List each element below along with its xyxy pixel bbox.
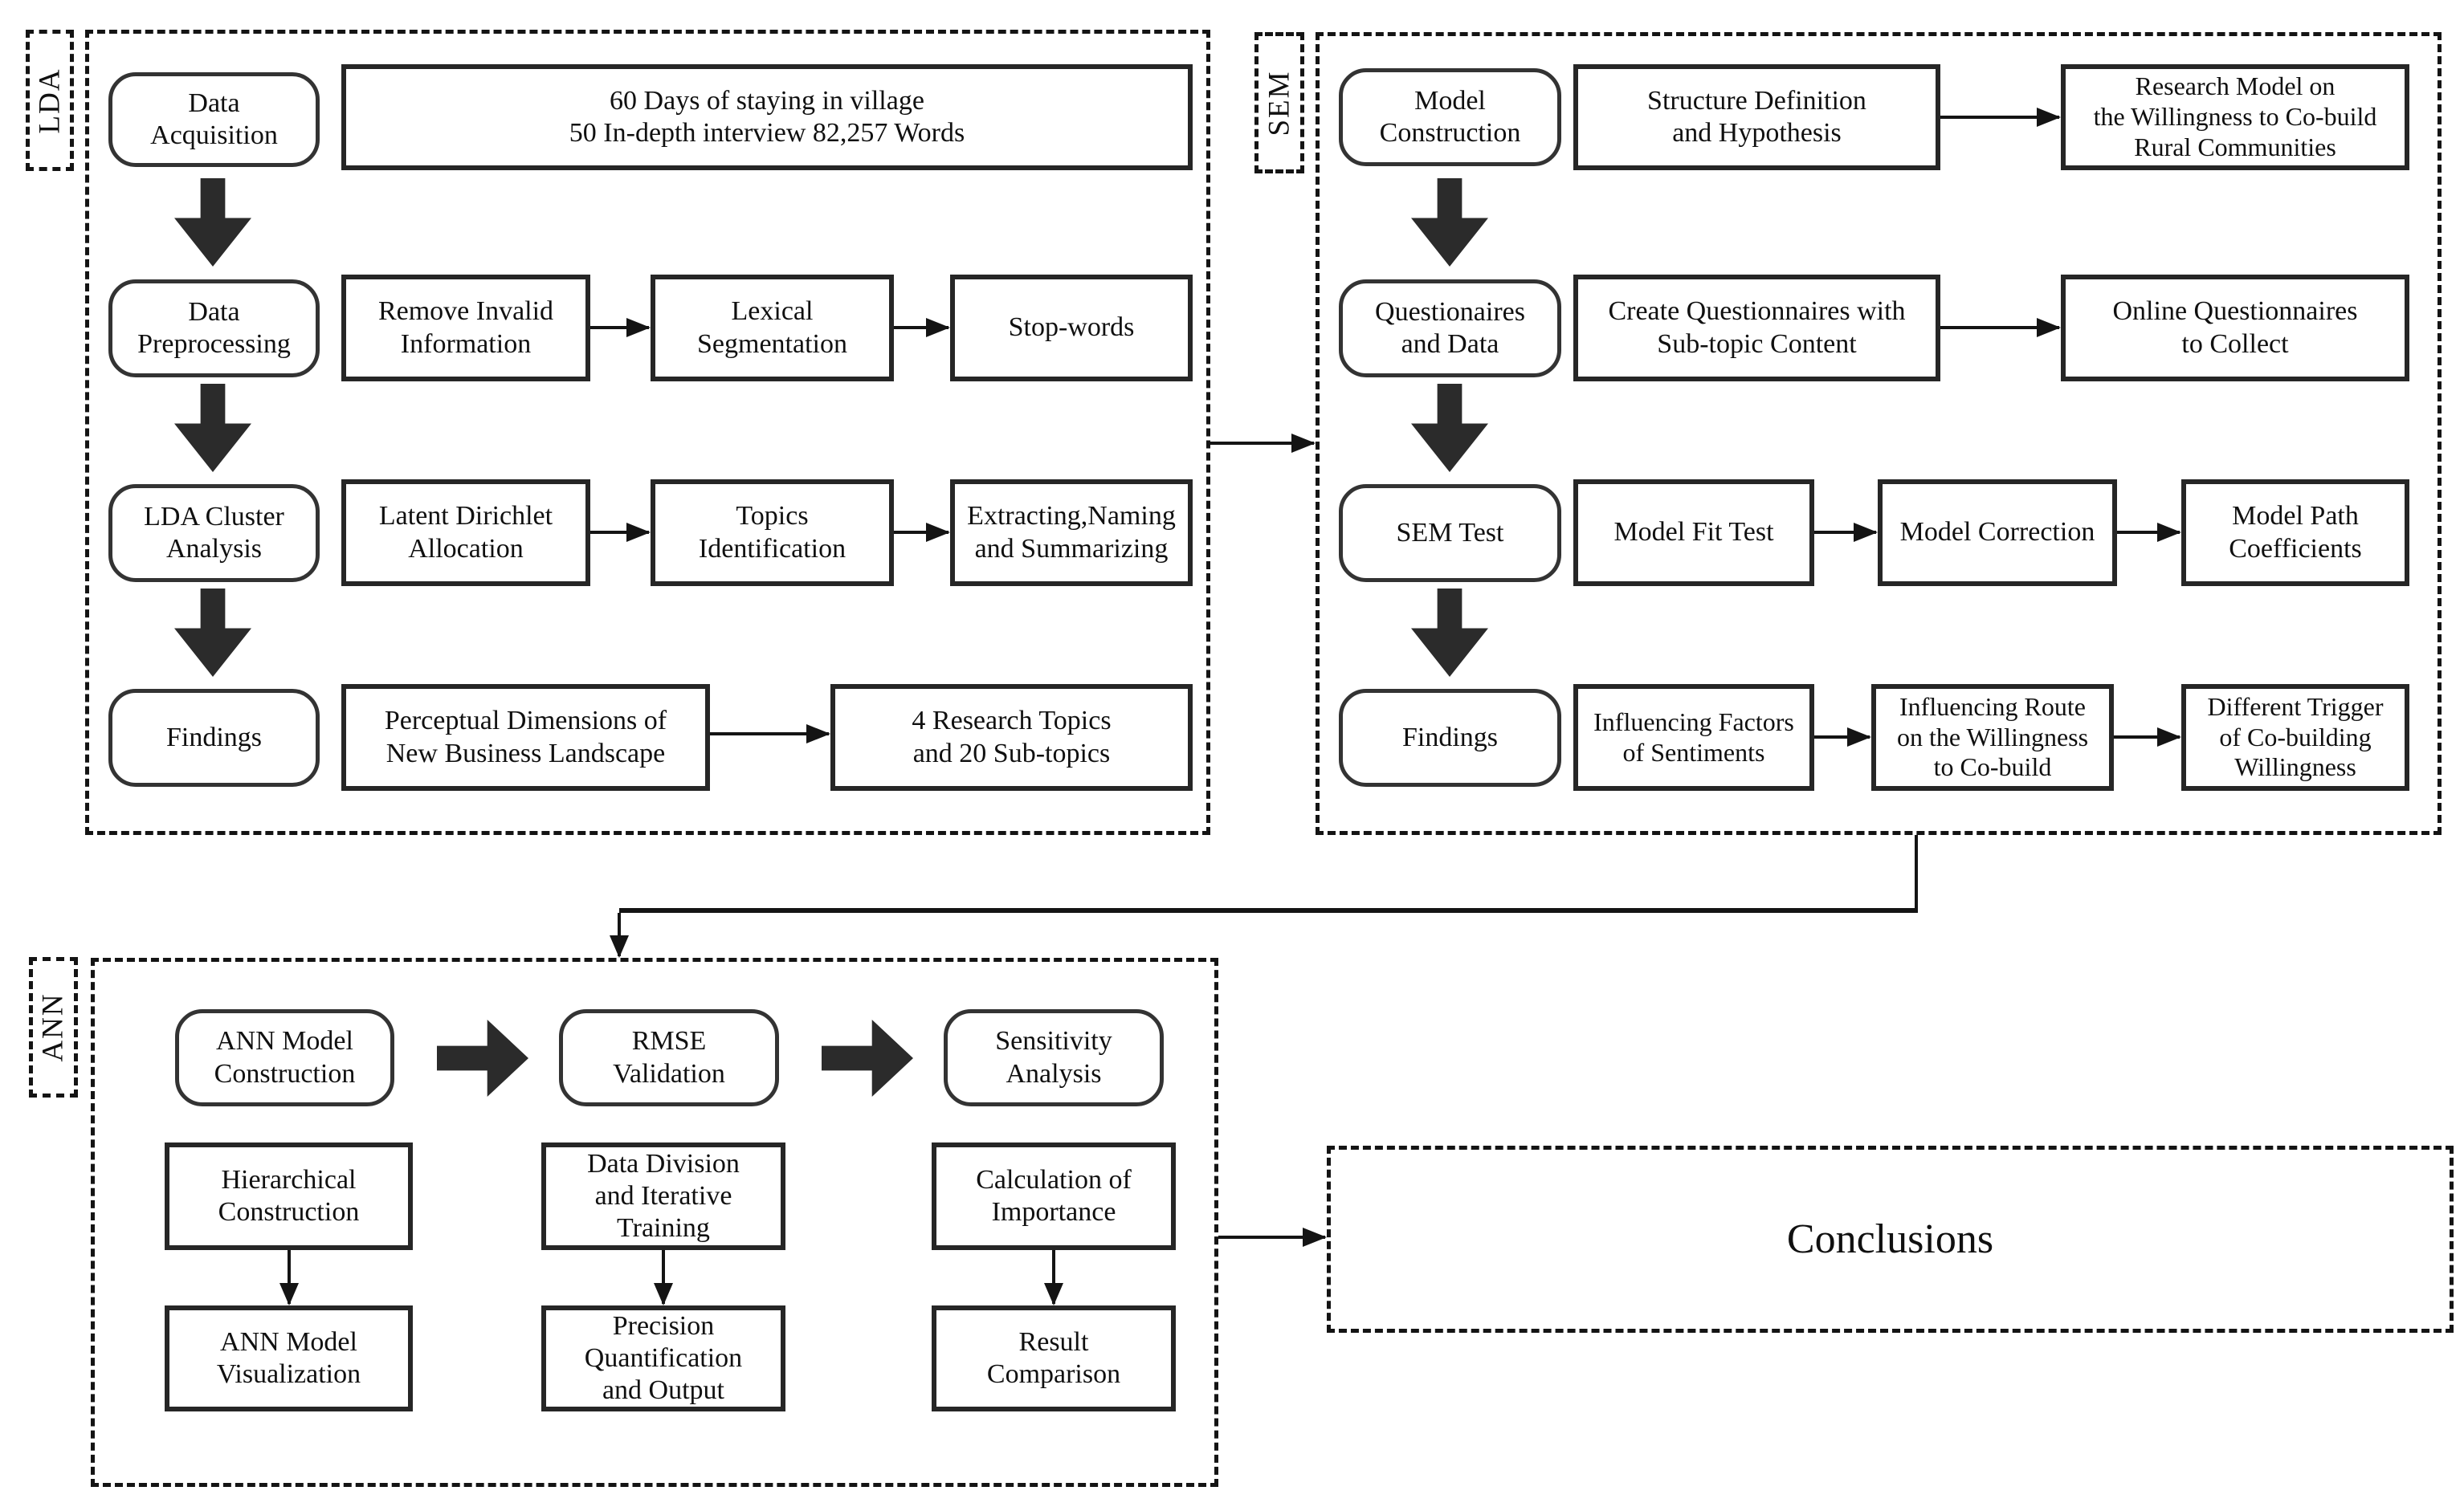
sem-model-correction-box: Model Correction [1878,479,2117,586]
sem-section-label-box: SEM [1254,32,1304,173]
lda-section-container [85,30,1210,835]
lda-to-sem-arrow [1210,442,1314,445]
lda-latent-dirichlet-box: Latent Dirichlet Allocation [341,479,590,586]
down-arrow-icon [662,1250,665,1304]
right-arrow-icon [1940,326,2059,329]
sem-to-ann-connector-arrow [618,913,621,956]
sem-section-container [1316,32,2442,835]
ann-calculation-importance-box: Calculation of Importance [932,1142,1176,1250]
ann-precision-quantification-box: Precision Quantification and Output [541,1305,785,1411]
right-arrow-icon [590,326,649,329]
sem-structure-definition-box: Structure Definition and Hypothesis [1573,64,1940,170]
right-arrow-icon [1940,116,2059,119]
sem-create-questionnaires-box: Create Questionnaires with Sub-topic Con… [1573,275,1940,381]
sem-stage-sem-test: SEM Test [1339,484,1561,582]
ann-stage-rmse-validation: RMSE Validation [559,1009,779,1106]
down-arrow-icon [288,1250,291,1304]
ann-section-label: ANN [37,992,71,1062]
lda-stage-cluster-analysis: LDA Cluster Analysis [108,484,320,582]
right-arrow-icon [1814,735,1870,739]
sem-influencing-factors-box: Influencing Factors of Sentiments [1573,684,1814,791]
conclusions-box: Conclusions [1327,1146,2454,1333]
lda-topics-identification-box: Topics Identification [651,479,894,586]
sem-section-label: SEM [1263,69,1296,136]
right-arrow-icon [710,732,829,735]
lda-section-label-box: LDA [26,30,74,171]
sem-to-ann-connector-vertical [1915,835,1918,911]
lda-lexical-segmentation-box: Lexical Segmentation [651,275,894,381]
lda-remove-invalid-box: Remove Invalid Information [341,275,590,381]
conclusions-title: Conclusions [1786,1216,1994,1262]
sem-online-questionnaires-box: Online Questionnaires to Collect [2061,275,2409,381]
sem-stage-findings: Findings [1339,689,1561,787]
sem-stage-model-construction: Model Construction [1339,68,1561,166]
ann-section-container [91,958,1218,1487]
right-arrow-icon [894,531,948,534]
sem-different-trigger-box: Different Trigger of Co-building Willing… [2181,684,2409,791]
sem-influencing-route-box: Influencing Route on the Willingness to … [1871,684,2114,791]
lda-stop-words-box: Stop-words [950,275,1193,381]
sem-to-ann-connector-horizontal [619,908,1918,913]
sem-model-path-coefficients-box: Model Path Coefficients [2181,479,2409,586]
lda-extracting-naming-box: Extracting,Naming and Summarizing [950,479,1193,586]
sem-research-model-box: Research Model on the Willingness to Co-… [2061,64,2409,170]
ann-data-division-box: Data Division and Iterative Training [541,1142,785,1250]
lda-stage-data-acquisition: Data Acquisition [108,72,320,167]
lda-stage-findings: Findings [108,689,320,787]
ann-hierarchical-construction-box: Hierarchical Construction [165,1142,413,1250]
right-arrow-icon [2114,735,2180,739]
sem-stage-questionaires: Questionaires and Data [1339,279,1561,377]
down-arrow-icon [1052,1250,1055,1304]
ann-to-conclusions-arrow [1218,1236,1325,1239]
right-arrow-icon [590,531,649,534]
sem-model-fit-test-box: Model Fit Test [1573,479,1814,586]
right-arrow-icon [2117,531,2180,534]
ann-stage-sensitivity-analysis: Sensitivity Analysis [944,1009,1164,1106]
lda-data-source-box: 60 Days of staying in village 50 In-dept… [341,64,1193,170]
lda-section-label: LDA [33,67,67,134]
lda-research-topics-box: 4 Research Topics and 20 Sub-topics [830,684,1193,791]
ann-model-visualization-box: ANN Model Visualization [165,1305,413,1411]
lda-perceptual-dimensions-box: Perceptual Dimensions of New Business La… [341,684,710,791]
ann-stage-model-construction: ANN Model Construction [175,1009,394,1106]
ann-section-label-box: ANN [29,957,78,1098]
ann-result-comparison-box: Result Comparison [932,1305,1176,1411]
right-arrow-icon [894,326,948,329]
lda-stage-data-preprocessing: Data Preprocessing [108,279,320,377]
right-arrow-icon [1814,531,1876,534]
